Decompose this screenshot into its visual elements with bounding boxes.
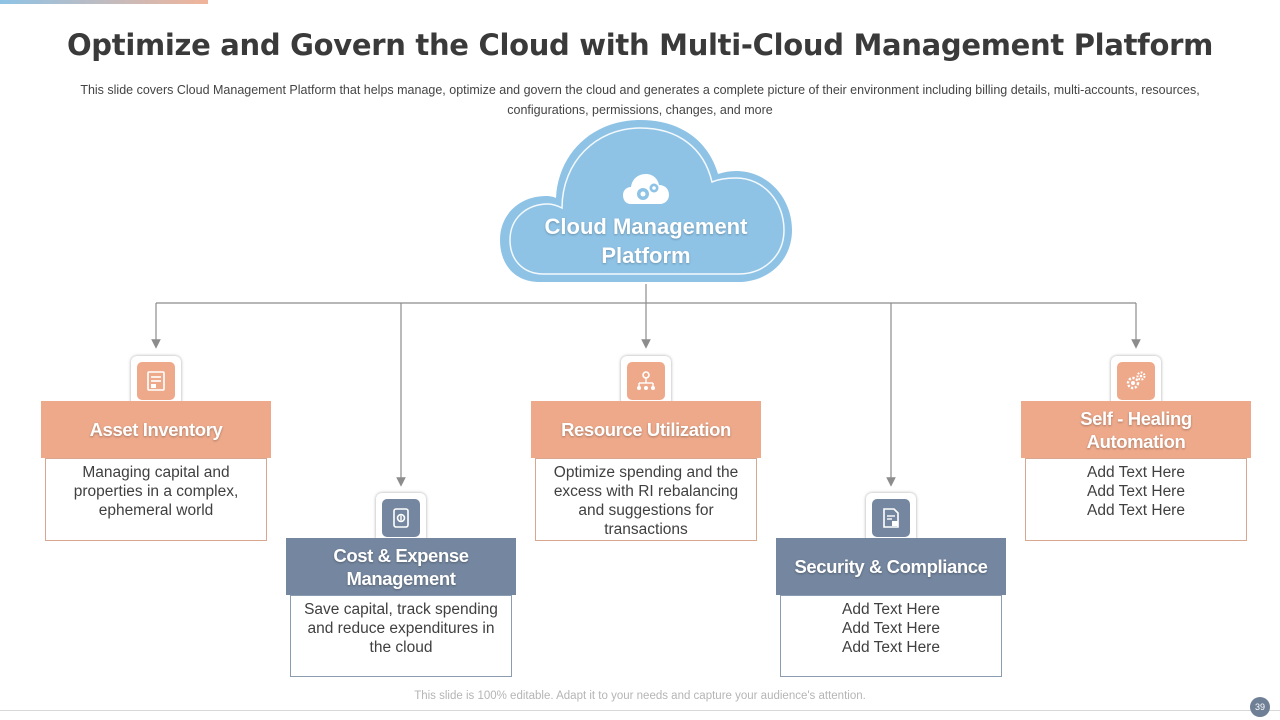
node-description: Add Text Here Add Text Here Add Text Her… <box>780 595 1002 677</box>
icon-badge <box>1111 356 1161 406</box>
description-line: Managing capital and <box>82 464 230 481</box>
money-icon <box>393 508 409 528</box>
node-description: Add Text Here Add Text Here Add Text Her… <box>1025 458 1247 541</box>
node-title-text: Asset Inventory <box>89 419 223 440</box>
node-cost-expense-management: Cost & Expense Management Save capital, … <box>286 493 516 683</box>
top-accent-bar <box>0 0 208 4</box>
description-line: the cloud <box>369 639 433 656</box>
secure-document-icon <box>883 508 899 528</box>
node-title-text: Resource Utilization <box>561 419 731 440</box>
node-title: Self - Healing Automation <box>1021 401 1251 458</box>
description-line: and suggestions for <box>578 502 714 519</box>
icon-badge <box>376 493 426 543</box>
node-asset-inventory: Asset Inventory Managing capital and pro… <box>41 356 271 546</box>
description-line: properties in a complex, <box>73 483 239 500</box>
footer-divider <box>0 710 1280 711</box>
cloud-label-line2: Platform <box>601 243 691 268</box>
icon-badge-fill <box>1117 362 1155 400</box>
cloud-label: Cloud Management Platform <box>500 212 792 270</box>
node-self-healing-automation: Self - Healing Automation Add Text Here … <box>1021 356 1251 546</box>
node-title-line2: Management <box>346 567 456 589</box>
cloud-label-line1: Cloud Management <box>544 214 748 239</box>
node-security-compliance: Security & Compliance Add Text Here Add … <box>776 493 1006 683</box>
icon-badge-fill <box>872 499 910 537</box>
footer-note: This slide is 100% editable. Adapt it to… <box>414 690 866 702</box>
node-title-line2: Automation <box>1086 430 1186 452</box>
description-line: Add Text Here <box>842 620 940 637</box>
node-resource-utilization: Resource Utilization Optimize spending a… <box>531 356 761 546</box>
description-line: Save capital, track spending <box>304 601 498 618</box>
icon-badge-fill <box>137 362 175 400</box>
node-title: Security & Compliance <box>776 538 1006 595</box>
node-description: Save capital, track spending and reduce … <box>290 595 512 677</box>
cloud-management-platform: Cloud Management Platform <box>500 118 792 286</box>
node-title: Resource Utilization <box>531 401 761 458</box>
description-line: and reduce expenditures in <box>307 620 495 637</box>
description-line: excess with RI rebalancing <box>553 483 739 500</box>
page-subtitle: This slide covers Cloud Management Platf… <box>80 83 1200 117</box>
description-line: Optimize spending and the <box>553 464 739 481</box>
icon-badge-fill <box>382 499 420 537</box>
description-line: transactions <box>604 521 688 538</box>
description-line: Add Text Here <box>1087 502 1185 519</box>
gears-icon <box>1126 371 1146 390</box>
icon-badge-fill <box>627 362 665 400</box>
icon-badge <box>866 493 916 543</box>
node-title: Cost & Expense Management <box>286 538 516 595</box>
description-line: Add Text Here <box>842 639 940 656</box>
icon-badge <box>621 356 671 406</box>
description-line: ephemeral world <box>98 502 214 519</box>
node-title-line1: Cost & Expense <box>333 544 469 566</box>
description-line: Add Text Here <box>1087 464 1185 481</box>
network-icon <box>637 371 655 390</box>
icon-badge <box>131 356 181 406</box>
node-title-text: Security & Compliance <box>794 556 988 577</box>
node-title-line1: Self - Healing <box>1080 407 1192 429</box>
page-number-badge: 39 <box>1250 697 1270 717</box>
description-line: Add Text Here <box>842 601 940 618</box>
cloud-gears-icon <box>621 166 671 216</box>
page-title: Optimize and Govern the Cloud with Multi… <box>66 28 1214 62</box>
node-title: Asset Inventory <box>41 401 271 458</box>
description-line: Add Text Here <box>1087 483 1185 500</box>
inventory-icon <box>147 371 165 391</box>
node-description: Optimize spending and the excess with RI… <box>535 458 757 541</box>
node-description: Managing capital and properties in a com… <box>45 458 267 541</box>
